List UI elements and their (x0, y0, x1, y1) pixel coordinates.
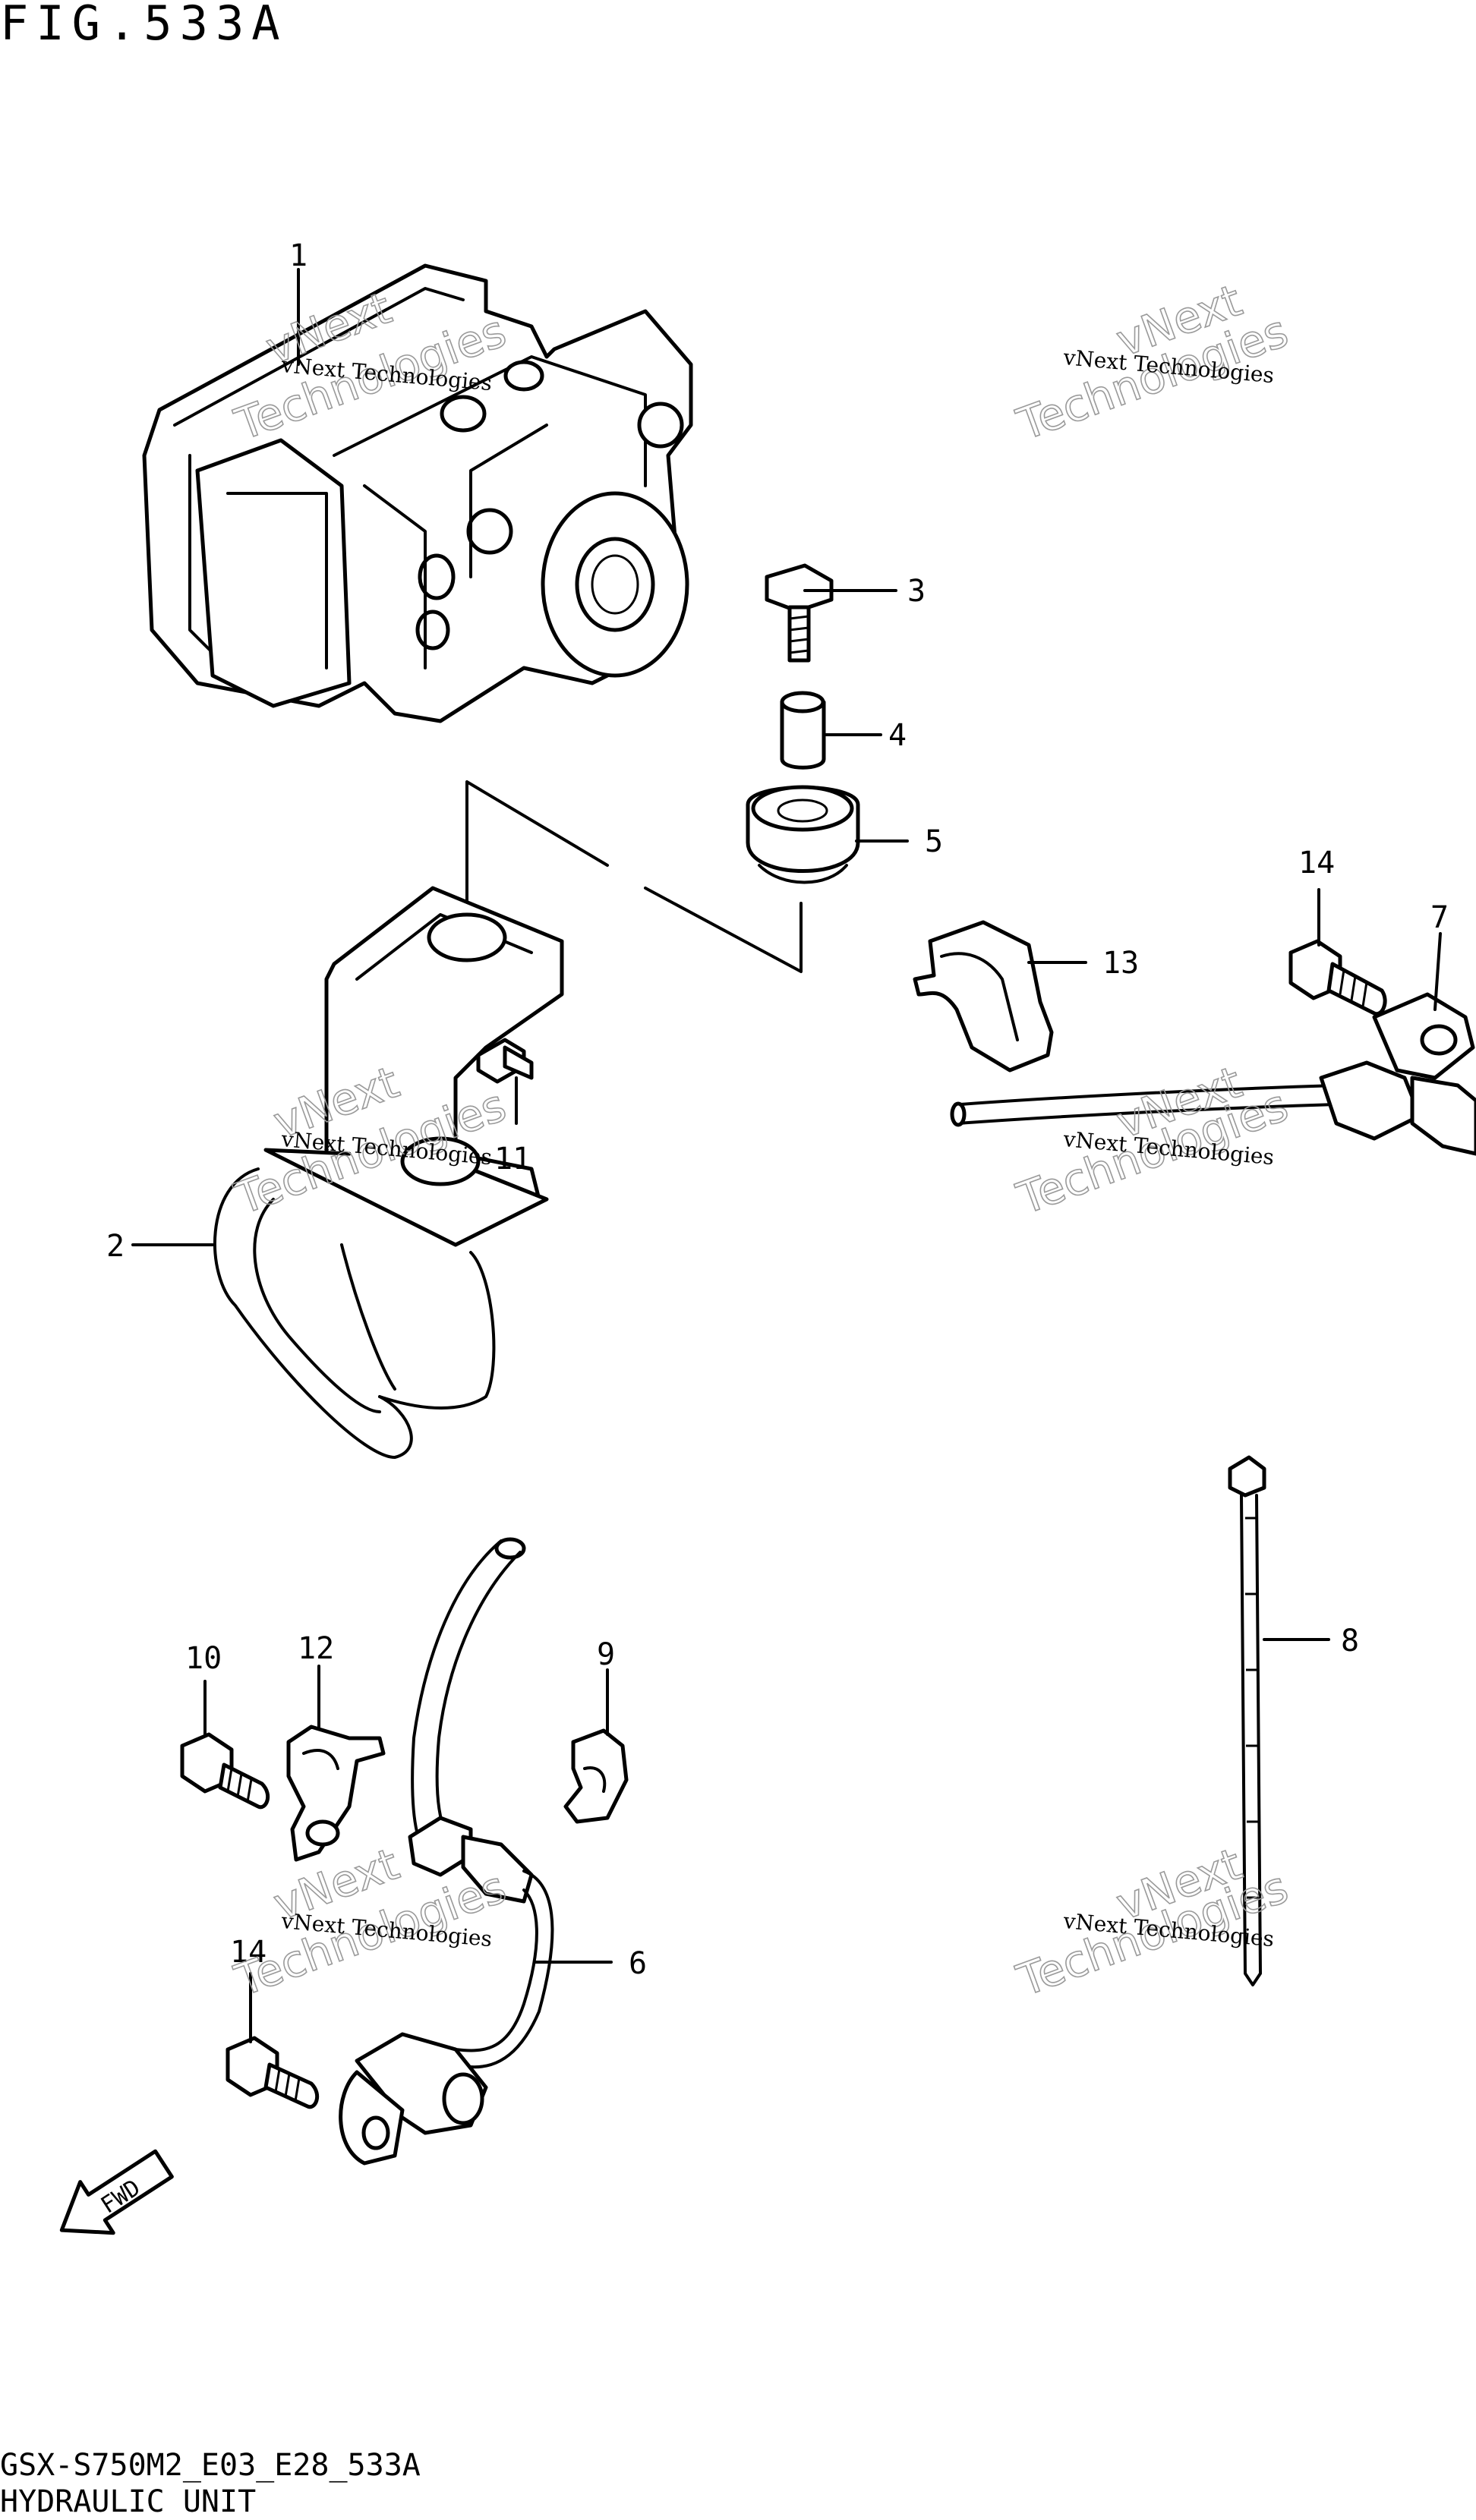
figure-title: FIG.533A (0, 0, 288, 51)
part-13-clamp[interactable] (913, 920, 1054, 1073)
callout-3: 3 (907, 574, 926, 609)
callout-13: 13 (1102, 946, 1139, 981)
callout-14-top: 14 (1298, 846, 1335, 880)
part-4-collar[interactable] (780, 691, 826, 770)
callout-10: 10 (185, 1641, 222, 1676)
part-1-hydraulic-unit[interactable] (142, 263, 693, 723)
part-10-bolt[interactable] (180, 1732, 270, 1810)
part-9-clamp[interactable] (563, 1728, 629, 1824)
callout-7: 7 (1430, 900, 1449, 935)
watermark-4: vNext Technologies vNext Technologies (1010, 1056, 1295, 1226)
callout-11: 11 (494, 1142, 531, 1177)
callout-6: 6 (629, 1946, 647, 1981)
callout-4: 4 (888, 718, 907, 753)
part-7-sensor[interactable] (950, 992, 1476, 1156)
part-14-bolt-bottom[interactable] (226, 2036, 320, 2109)
part-12-clamp[interactable] (286, 1725, 386, 1862)
figure-code: GSX-S750M2_E03_E28_533A (0, 2448, 421, 2483)
fwd-arrow: FWD (59, 2149, 174, 2235)
callout-12: 12 (298, 1631, 334, 1666)
callout-9: 9 (597, 1637, 615, 1672)
watermark-2: vNext Technologies vNext Technologies (1010, 274, 1295, 452)
callout-5: 5 (925, 824, 943, 859)
part-8-cable-tie[interactable] (1228, 1455, 1266, 1986)
leader-lines (131, 268, 1442, 2043)
part-3-bolt[interactable] (765, 563, 834, 663)
part-11-bolt[interactable] (476, 1038, 534, 1084)
part-14-bolt-top[interactable] (1288, 939, 1387, 1016)
callout-14-bottom: 14 (230, 1935, 266, 1970)
callout-2: 2 (106, 1229, 125, 1264)
part-6-sensor[interactable] (339, 1537, 554, 2166)
assembly-guide-line (465, 780, 803, 973)
part-5-grommet[interactable] (746, 785, 860, 884)
callout-labels: 1 2 3 4 5 6 7 8 9 10 11 12 13 14 14 (106, 238, 1449, 1981)
part-2-bracket[interactable] (213, 886, 564, 1459)
callout-1: 1 (289, 238, 308, 273)
figure-name: HYDRAULIC UNIT (0, 2484, 257, 2519)
callout-8: 8 (1341, 1624, 1359, 1658)
